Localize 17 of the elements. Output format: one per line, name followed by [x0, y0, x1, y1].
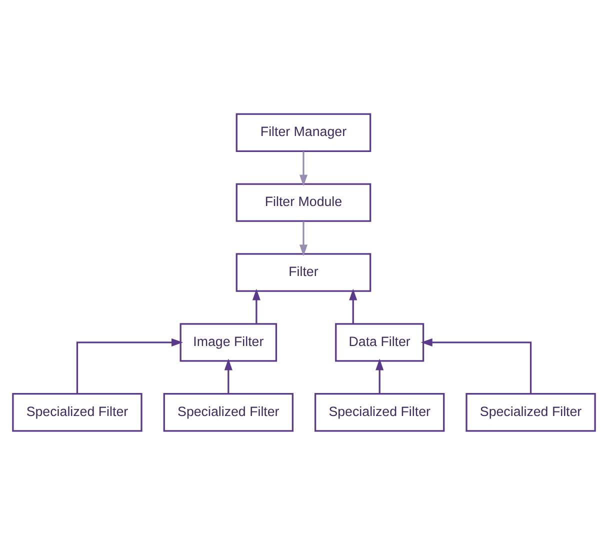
- arrow: [76, 338, 184, 394]
- node-box: Specialized Filter: [314, 392, 445, 432]
- node-box: Specialized Filter: [466, 392, 596, 432]
- arrow: [299, 220, 308, 256]
- node-box: Data Filter: [335, 322, 424, 362]
- node-box: Image Filter: [180, 322, 278, 362]
- node-box: Filter: [236, 252, 372, 292]
- node-box: Specialized Filter: [163, 392, 294, 432]
- node-box: Filter Manager: [236, 112, 372, 152]
- arrow: [420, 338, 532, 394]
- arrow: [224, 358, 232, 394]
- node-box: Filter Module: [236, 182, 372, 222]
- arrow: [299, 150, 308, 186]
- node-box: Specialized Filter: [12, 392, 142, 432]
- arrow: [252, 288, 260, 324]
- arrow: [349, 288, 358, 324]
- arrow: [376, 358, 384, 394]
